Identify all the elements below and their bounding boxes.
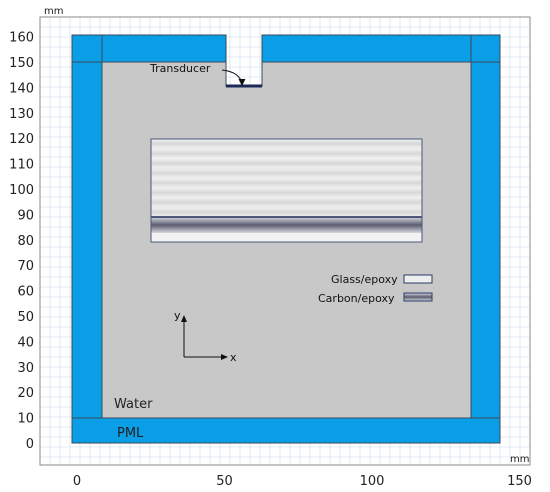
y-tick-label: 140 xyxy=(9,81,34,96)
y-tick-label: 40 xyxy=(17,335,34,350)
x-axis-unit: mm xyxy=(510,454,529,465)
x-tick-label: 0 xyxy=(73,474,81,489)
y-axis-unit: mm xyxy=(44,6,63,17)
y-tick-label: 60 xyxy=(17,285,34,300)
x-tick-label: 100 xyxy=(360,474,385,489)
pml-divisions xyxy=(72,61,500,419)
y-tick-label: 30 xyxy=(17,361,34,376)
pml-label: PML xyxy=(117,426,144,441)
y-tick-label: 80 xyxy=(17,234,34,249)
axis-y-indicator-label: y xyxy=(174,309,181,322)
glass-epoxy-ply xyxy=(151,178,422,188)
y-tick-label: 150 xyxy=(9,56,34,71)
y-tick-label: 70 xyxy=(17,259,34,274)
y-axis-ticks: 0 10 20 30 40 50 60 70 80 90 100 110 120 130 140 150 160 xyxy=(9,31,34,452)
y-tick-label: 110 xyxy=(9,158,34,173)
axis-x-indicator-label: x xyxy=(230,351,237,364)
y-tick-label: 160 xyxy=(9,31,34,46)
y-tick-label: 0 xyxy=(26,437,34,452)
glass-epoxy-ply xyxy=(151,187,422,198)
glass-epoxy-bottom-layer xyxy=(151,233,422,242)
legend-label-glass: Glass/epoxy xyxy=(331,273,398,286)
y-tick-label: 130 xyxy=(9,107,34,122)
y-tick-label: 50 xyxy=(17,310,34,325)
pml-layer xyxy=(71,34,501,444)
legend-swatch-carbon xyxy=(403,292,433,302)
glass-epoxy-ply xyxy=(151,158,422,169)
x-axis-ticks: 0 50 100 150 xyxy=(73,474,532,489)
glass-epoxy-ply xyxy=(151,168,422,178)
legend-swatch-glass xyxy=(403,274,433,284)
legend-label-carbon: Carbon/epoxy xyxy=(318,292,395,305)
glass-epoxy-ply xyxy=(151,197,422,208)
plot-frame xyxy=(39,16,531,466)
transducer-label: Transducer xyxy=(149,62,211,75)
x-tick-label: 150 xyxy=(507,474,532,489)
x-tick-label: 50 xyxy=(216,474,233,489)
glass-epoxy-ply xyxy=(151,139,422,149)
carbon-epoxy-layer xyxy=(151,217,422,233)
transducer-arrowhead xyxy=(238,79,246,86)
water-label: Water xyxy=(114,397,153,412)
glass-epoxy-ply xyxy=(151,148,422,159)
y-tick-label: 90 xyxy=(17,208,34,223)
glass-epoxy-ply xyxy=(151,207,422,217)
coordinate-axes-indicator xyxy=(181,315,228,360)
composite-sample xyxy=(150,138,423,243)
y-tick-label: 20 xyxy=(17,386,34,401)
pml-right xyxy=(470,34,501,444)
y-tick-label: 120 xyxy=(9,132,34,147)
pml-bottom xyxy=(71,417,501,444)
pml-top-right xyxy=(261,34,501,63)
glass-epoxy-layers xyxy=(151,139,422,217)
sample-outline xyxy=(150,138,423,243)
legend: Glass/epoxy Carbon/epoxy xyxy=(318,273,433,305)
y-tick-label: 100 xyxy=(9,183,34,198)
y-tick-label: 10 xyxy=(17,412,34,427)
pml-left xyxy=(71,34,103,444)
